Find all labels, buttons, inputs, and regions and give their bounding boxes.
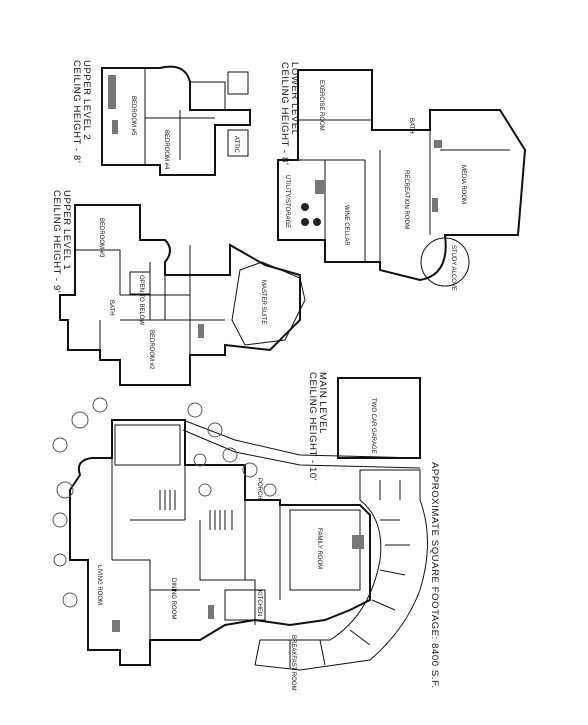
room-label: ATTIC [233,136,239,154]
room-label: FAMILY ROOM [316,528,322,569]
level-title: LOWER LEVEL [289,62,300,136]
ceiling-height: CEILING HEIGHT - 10' [307,372,318,481]
room-label: BATH [108,300,114,316]
main-level-plan: TWO CAR GARAGE LIVING ROOM DINING ROOM F… [52,372,428,691]
room-label: MASTER SUITE [260,280,266,324]
level-title: UPPER LEVEL 1 [61,190,72,270]
room-label: UTILITY/STORAGE [284,175,290,228]
square-footage-note: APPROXIMATE SQUARE FOOTAGE: 8400 S.F. [429,462,440,689]
room-label: BREAKFAST ROOM [290,635,296,691]
room-label: MEDIA ROOM [460,165,466,204]
room-label: STUDY ALCOVE [450,245,456,291]
room-label: BEDROOM #5 [130,96,136,136]
room-label: OPEN TO BELOW [138,275,144,325]
room-label: RECREATION ROOM [403,170,409,229]
ceiling-height: CEILING HEIGHT - 8' [71,60,82,163]
upper-level-1-plan: BEDROOM #3 BEDROOM #2 MASTER SUITE OPEN … [51,190,306,386]
room-label: BEDROOM #3 [98,218,104,258]
room-label: TWO CAR GARAGE [370,398,376,454]
room-label: WINE CELLAR [343,205,349,246]
room-label: PORCH [256,478,262,500]
room-label: EXERCISE ROOM [318,80,324,131]
ceiling-height: CEILING HEIGHT - 9' [51,190,62,293]
room-label: KITCHEN [256,590,262,616]
upper-level-2-plan: BEDROOM #5 BEDROOM #4 ATTIC UPPER LEVEL … [71,60,251,176]
room-label: DINING ROOM [170,578,176,619]
ceiling-height: CEILING HEIGHT - 8' [279,62,290,165]
level-title: MAIN LEVEL [317,372,328,434]
room-label: BEDROOM #4 [163,130,169,170]
room-label: LIVING ROOM [96,565,102,605]
room-label: BATH [408,118,414,134]
room-label: BEDROOM #2 [148,330,154,370]
lower-level-plan: EXERCISE ROOM UTILITY/STORAGE RECREATION… [277,62,527,291]
level-title: UPPER LEVEL 2 [81,60,92,140]
